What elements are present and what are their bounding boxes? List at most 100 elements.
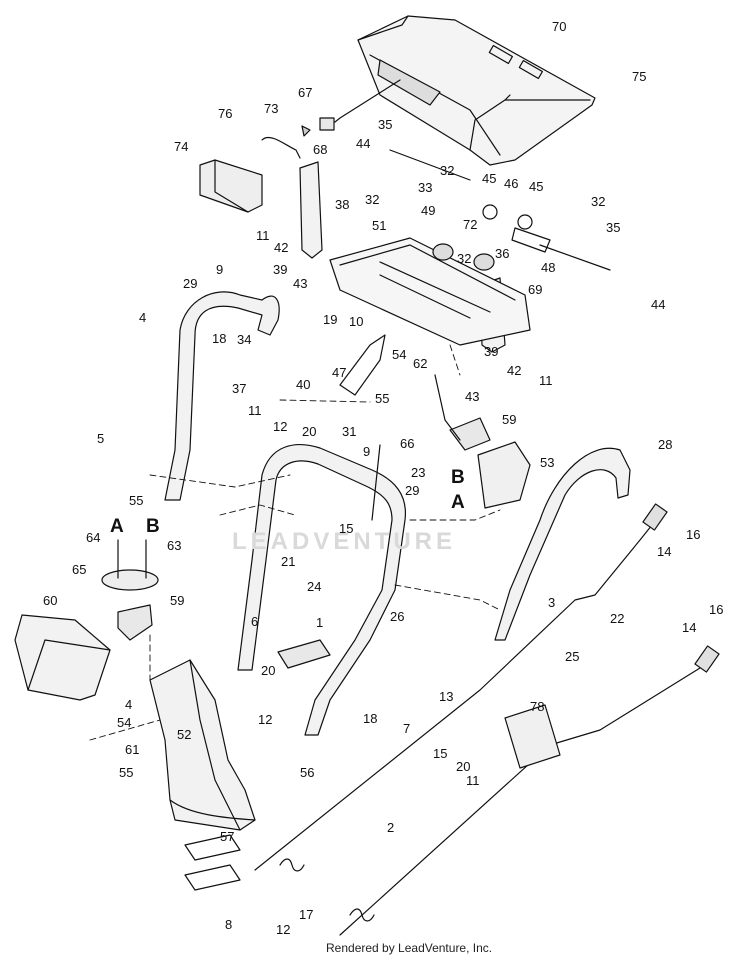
callout-4: 4 — [139, 310, 147, 325]
callout-42: 42 — [274, 240, 289, 255]
callout-13: 13 — [439, 689, 454, 704]
callout-54: 54 — [117, 715, 132, 730]
callout-17: 17 — [299, 907, 314, 922]
callout-20: 20 — [302, 424, 317, 439]
callout-44: 44 — [651, 297, 666, 312]
callout-4: 4 — [125, 697, 133, 712]
callout-54: 54 — [392, 347, 407, 362]
callout-45: 45 — [529, 179, 544, 194]
callout-43: 43 — [465, 389, 480, 404]
callout-3: 3 — [548, 595, 556, 610]
callout-57: 57 — [220, 829, 235, 844]
drive-rod — [339, 667, 701, 936]
callout-34: 34 — [237, 332, 252, 347]
callout-63: 63 — [167, 538, 182, 553]
callout-45: 45 — [482, 171, 497, 186]
upper-handle-left — [164, 291, 280, 501]
callout-73: 73 — [264, 101, 279, 116]
callout-39: 39 — [484, 344, 499, 359]
chute-deflector — [14, 614, 111, 701]
discharge-chute — [149, 659, 256, 831]
callout-44: 44 — [356, 136, 371, 151]
callout-68: 68 — [313, 142, 328, 157]
callout-56: 56 — [300, 765, 315, 780]
control-plate — [329, 237, 531, 346]
callout-22: 22 — [610, 611, 625, 626]
callout-74: 74 — [174, 139, 189, 154]
callout-28: 28 — [658, 437, 673, 452]
callout-78: 78 — [530, 699, 545, 714]
callout-37: 37 — [232, 381, 247, 396]
callout-39: 39 — [273, 262, 288, 277]
callout-32: 32 — [440, 163, 455, 178]
callout-16: 16 — [686, 527, 701, 542]
callout-26: 26 — [390, 609, 405, 624]
callout-19: 19 — [323, 312, 338, 327]
callout-38: 38 — [335, 197, 350, 212]
callout-12: 12 — [258, 712, 273, 727]
callout-40: 40 — [296, 377, 311, 392]
callout-8: 8 — [225, 917, 233, 932]
callout-59: 59 — [502, 412, 517, 427]
marker-a-right: A — [451, 492, 465, 513]
callout-51: 51 — [372, 218, 387, 233]
callout-1: 1 — [316, 615, 324, 630]
callout-55: 55 — [375, 391, 390, 406]
callout-5: 5 — [97, 431, 105, 446]
callout-32: 32 — [591, 194, 606, 209]
callout-10: 10 — [349, 314, 364, 329]
callout-20: 20 — [456, 759, 471, 774]
callout-11: 11 — [466, 773, 480, 788]
headlight-lens — [199, 159, 263, 213]
callout-35: 35 — [378, 117, 393, 132]
callout-67: 67 — [298, 85, 313, 100]
callout-15: 15 — [433, 746, 448, 761]
callout-35: 35 — [606, 220, 621, 235]
headlight-wiring — [261, 79, 401, 159]
knob-left — [432, 243, 454, 261]
callout-11: 11 — [256, 228, 270, 243]
callout-55: 55 — [129, 493, 144, 508]
footer-credit: Rendered by LeadVenture, Inc. — [326, 941, 493, 955]
dash-panel-shroud — [357, 15, 596, 166]
callout-72: 72 — [463, 217, 478, 232]
callout-59: 59 — [170, 593, 185, 608]
callout-31: 31 — [342, 424, 357, 439]
marker-b-right: B — [451, 467, 465, 488]
callout-32: 32 — [365, 192, 380, 207]
callout-16: 16 — [709, 602, 724, 617]
callout-75: 75 — [632, 69, 647, 84]
callout-7: 7 — [403, 721, 411, 736]
watermark: LEADVENTURE — [232, 528, 457, 555]
callout-61: 61 — [125, 742, 140, 757]
callout-36: 36 — [495, 246, 510, 261]
callout-18: 18 — [363, 711, 378, 726]
callout-29: 29 — [405, 483, 420, 498]
callout-46: 46 — [504, 176, 519, 191]
callout-9: 9 — [363, 444, 371, 459]
callout-18: 18 — [212, 331, 227, 346]
callout-33: 33 — [418, 180, 433, 195]
callout-47: 47 — [332, 365, 347, 380]
shift-rod — [254, 514, 661, 871]
callout-60: 60 — [43, 593, 58, 608]
knob-right — [473, 253, 495, 271]
callout-14: 14 — [682, 620, 697, 635]
callout-76: 76 — [218, 106, 233, 121]
callout-29: 29 — [183, 276, 198, 291]
callout-64: 64 — [86, 530, 101, 545]
callout-48: 48 — [541, 260, 556, 275]
callout-55: 55 — [119, 765, 134, 780]
marker-b-left: B — [146, 516, 160, 537]
callout-12: 12 — [273, 419, 288, 434]
callout-65: 65 — [72, 562, 87, 577]
callout-24: 24 — [307, 579, 322, 594]
callout-9: 9 — [216, 262, 224, 277]
callout-52: 52 — [177, 727, 192, 742]
upper-handle-right — [494, 447, 631, 641]
callout-49: 49 — [421, 203, 436, 218]
callout-25: 25 — [565, 649, 580, 664]
callout-32: 32 — [457, 251, 472, 266]
callout-6: 6 — [251, 614, 259, 629]
callout-11: 11 — [248, 403, 262, 418]
